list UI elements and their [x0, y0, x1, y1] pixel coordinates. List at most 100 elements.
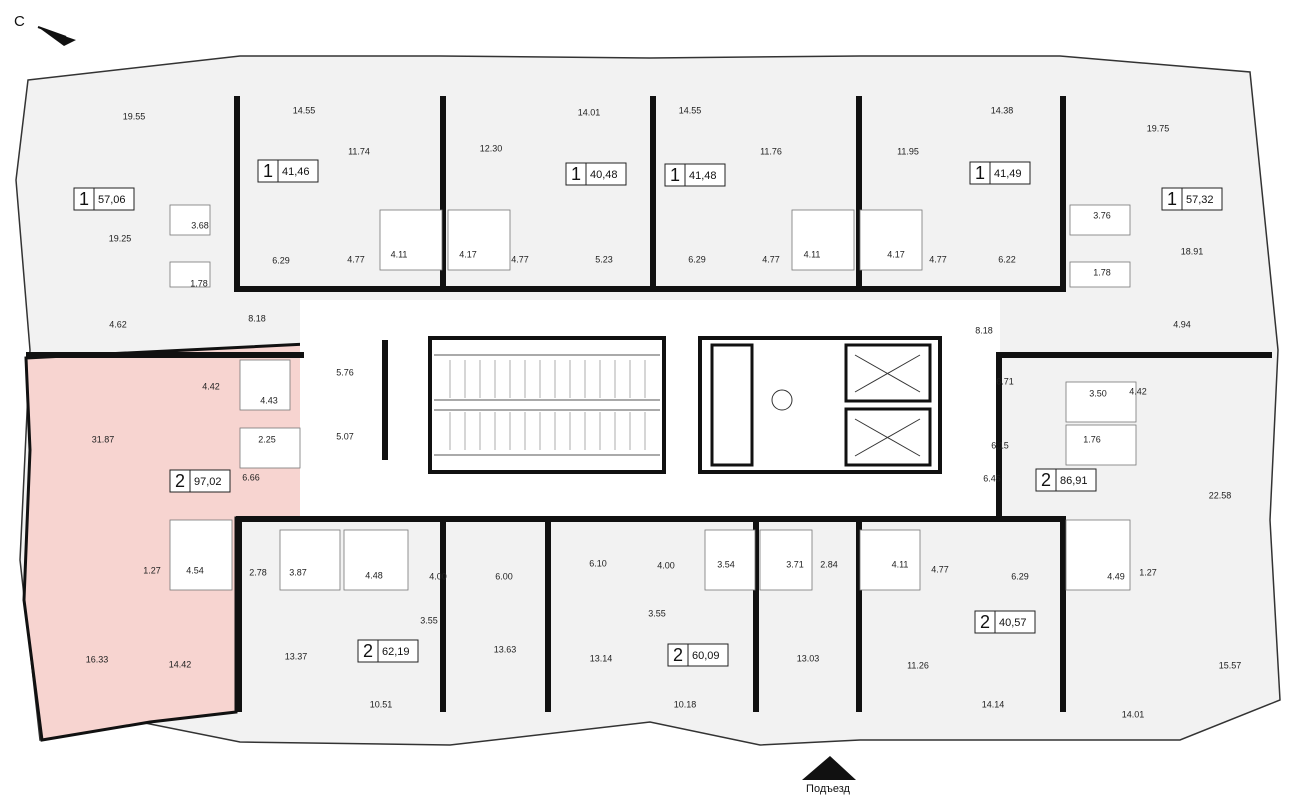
apartment-room-count: 2 — [175, 471, 185, 491]
room-area-label: 13.14 — [590, 653, 613, 663]
room-area-label: 5.07 — [336, 431, 354, 441]
room-area-label: 4.11 — [892, 559, 909, 569]
room-area-label: 14.01 — [1122, 709, 1145, 719]
room-area-label: 13.37 — [285, 651, 308, 661]
room-area-label: 4.77 — [762, 254, 780, 264]
room-area-label: 1.78 — [1093, 267, 1111, 277]
room-area-label: 16.33 — [86, 654, 109, 664]
apartment-area: 86,91 — [1060, 475, 1088, 487]
entrance-label: Подъезд — [806, 783, 851, 795]
room-area-label: 6.29 — [688, 254, 706, 264]
room-area-label: 19.75 — [1147, 123, 1170, 133]
room-area-label: 4.42 — [1129, 386, 1147, 396]
room-area-label: 3.68 — [191, 220, 209, 230]
room-area-label: 4.11 — [804, 249, 821, 259]
room-area-label: 8.18 — [248, 313, 266, 323]
room-area-label: 2.78 — [249, 567, 267, 577]
room-area-label: 14.14 — [982, 699, 1005, 709]
compass-label: С — [14, 13, 25, 30]
room-area-label: 6.66 — [242, 472, 260, 482]
room-area-label: 4.48 — [365, 570, 383, 580]
room-area-label: 4.11 — [391, 249, 408, 259]
accessibility-icon — [771, 389, 793, 411]
room-area-label: 4.00 — [429, 571, 447, 581]
apartment-room-count: 1 — [79, 189, 89, 209]
room-area-label: 14.01 — [578, 107, 601, 117]
apartment-room-count: 2 — [673, 645, 683, 665]
room-area-label: 11.76 — [760, 146, 782, 156]
room-area-label: 2.84 — [820, 559, 838, 569]
room-area-label: 6.10 — [589, 558, 607, 568]
room-area-label: 22.58 — [1209, 490, 1232, 500]
apartment-room-count: 2 — [363, 641, 373, 661]
room-area-label: 15.57 — [1219, 660, 1242, 670]
room-area-label: 4.94 — [1173, 319, 1191, 329]
room-area-label: 3.55 — [420, 615, 438, 625]
room-area-label: 4.17 — [459, 249, 477, 259]
apartment-area: 57,32 — [1186, 194, 1214, 206]
room-area-label: 6.29 — [1011, 571, 1029, 581]
apartment-room-count: 1 — [263, 161, 273, 181]
room-area-label: 31.87 — [92, 434, 115, 444]
room-area-label: 4.49 — [1107, 571, 1125, 581]
staircase — [428, 336, 666, 474]
room-area-label: 6.29 — [272, 255, 290, 265]
room-area-label: 1.76 — [1083, 434, 1101, 444]
room-area-label: 14.55 — [293, 105, 316, 115]
room-area-label: 4.77 — [929, 254, 947, 264]
apartment-area: 60,09 — [692, 650, 720, 662]
room-area-label: 13.63 — [494, 644, 517, 654]
room-area-label: 6.00 — [495, 571, 513, 581]
room-area-label: 10.18 — [674, 699, 697, 709]
room-area-label: 4.43 — [260, 395, 278, 405]
room-area-label: 4.00 — [657, 560, 675, 570]
apartment-area: 40,57 — [999, 617, 1027, 629]
room-area-label: 6.15 — [991, 440, 1009, 450]
room-area-label: 12.30 — [480, 143, 503, 153]
room-area-label: 8.18 — [975, 325, 993, 335]
room-area-label: 4.77 — [931, 564, 949, 574]
room-area-label: 6.45 — [983, 473, 1001, 483]
apartment-room-count: 2 — [1041, 470, 1051, 490]
room-area-label: 4.17 — [887, 249, 905, 259]
apartment-room-count: 2 — [980, 612, 990, 632]
apartment-area: 97,02 — [194, 476, 222, 488]
room-area-label: 3.54 — [717, 559, 735, 569]
room-area-label: 14.55 — [679, 105, 702, 115]
room-area-label: 6.22 — [998, 254, 1016, 264]
room-area-label: 19.25 — [109, 233, 132, 243]
apartment-room-count: 1 — [975, 163, 985, 183]
room-area-label: 4.62 — [109, 319, 127, 329]
room-area-label: 5.76 — [336, 367, 354, 377]
room-area-label: 11.95 — [897, 146, 919, 156]
room-area-label: 10.51 — [370, 699, 393, 709]
room-area-label: 1.78 — [190, 278, 208, 288]
north-arrow-icon — [38, 27, 76, 46]
entrance-arrow-icon — [802, 756, 856, 780]
room-area-label: 18.91 — [1181, 246, 1204, 256]
room-area-label: 3.71 — [786, 559, 804, 569]
room-area-label: 4.42 — [202, 381, 220, 391]
room-area-label: 3.76 — [1093, 210, 1111, 220]
room-area-label: 2.25 — [258, 434, 276, 444]
room-area-label: 6.71 — [996, 376, 1014, 386]
apartment-area: 62,19 — [382, 646, 410, 658]
room-area-label: 11.26 — [907, 660, 929, 670]
room-area-label: 19.55 — [123, 111, 146, 121]
room-area-label: 4.77 — [347, 254, 365, 264]
room-area-label: 13.03 — [797, 653, 820, 663]
